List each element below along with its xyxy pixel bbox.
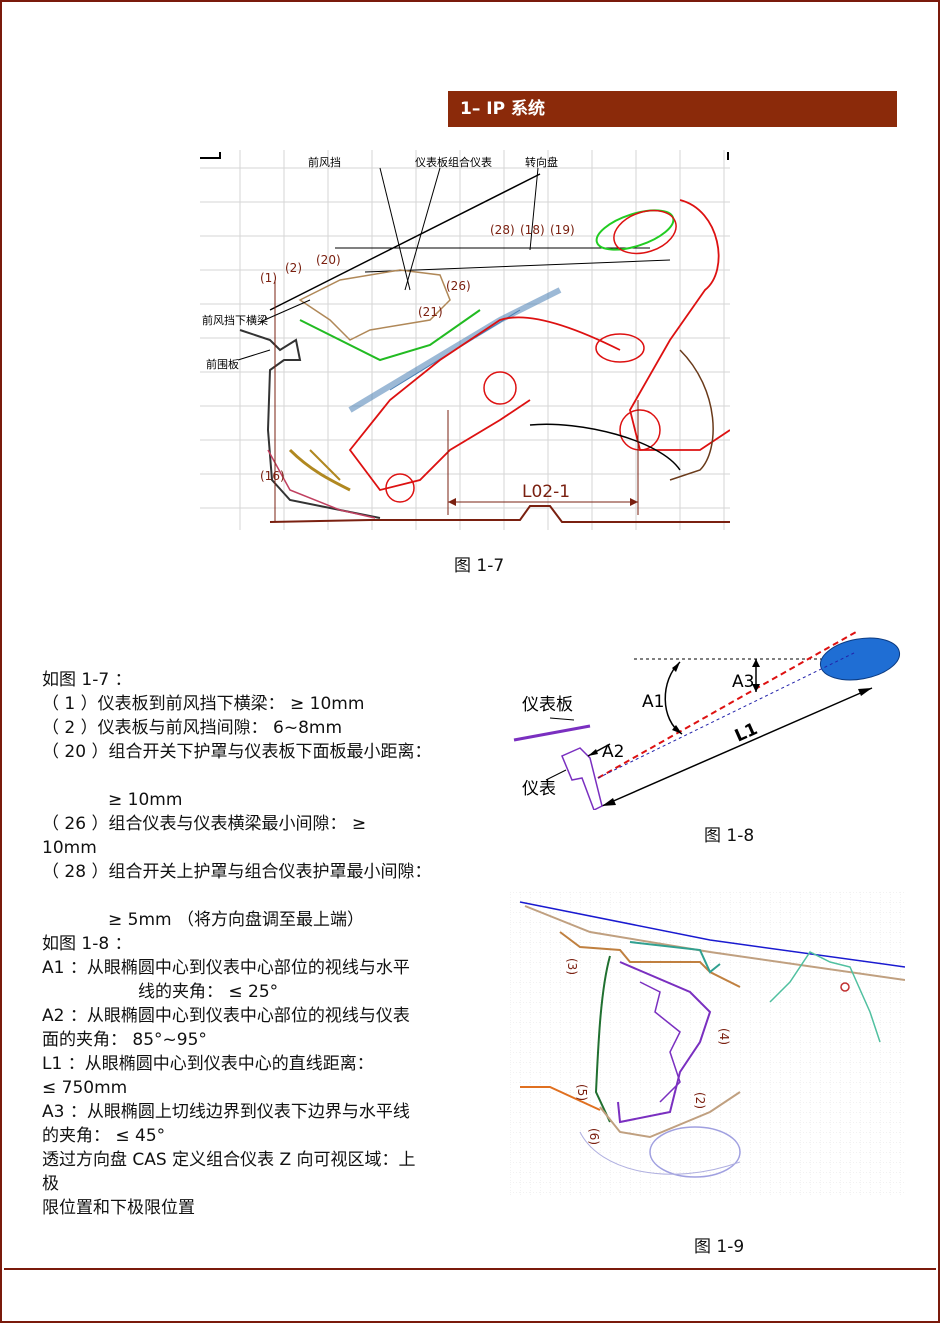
text-line: （ 1 ）仪表板到前风挡下横梁： ≥ 10mm bbox=[42, 694, 365, 714]
text-line: （ 20 ）组合开关下护罩与仪表板下面板最小距离： bbox=[42, 742, 432, 762]
label-21: (21) bbox=[418, 305, 443, 319]
text-line: ≥ 10mm bbox=[108, 790, 183, 810]
text-line: A2 ：从眼椭圆中心到仪表中心部位的视线与仪表 bbox=[42, 1006, 410, 1026]
footer-rule bbox=[4, 1268, 936, 1270]
text-line: 如图 1-7 ： bbox=[42, 670, 132, 690]
label-1: (1) bbox=[260, 271, 277, 285]
label-19: (19) bbox=[550, 223, 575, 237]
text-line: 的夹角： ≤ 45° bbox=[42, 1126, 166, 1146]
label-20: (20) bbox=[316, 253, 341, 267]
label-26: (26) bbox=[446, 279, 471, 293]
label-a1: A1 bbox=[642, 692, 664, 712]
figure-1-7: L02-1 前风挡 仪表板组合仪表 转向盘 前风挡下横梁 前围板 (1) (2)… bbox=[200, 150, 730, 530]
text-line: A1 ：从眼椭圆中心到仪表中心部位的视线与水平 bbox=[42, 958, 410, 978]
caption-fig-1-8: 图 1-8 bbox=[704, 826, 755, 846]
label-a3: A3 bbox=[732, 672, 754, 692]
label-28: (28) bbox=[490, 223, 515, 237]
label-ip: 仪表板 bbox=[522, 695, 573, 715]
text-line: ≤ 750mm bbox=[42, 1078, 128, 1098]
text-line: 面的夹角： 85°~95° bbox=[42, 1030, 207, 1050]
label-2: (2) bbox=[285, 261, 302, 275]
label-2-1-9: (2) bbox=[693, 1092, 707, 1109]
label-16: (16) bbox=[260, 469, 285, 483]
text-line: 线的夹角： ≤ 25° bbox=[138, 982, 279, 1002]
label-a2: A2 bbox=[602, 742, 624, 762]
label-4: (4) bbox=[717, 1028, 731, 1045]
text-line: （ 26 ）组合仪表与仪表横梁最小间隙： ≥ bbox=[42, 814, 367, 834]
text-line: 限位置和下极限位置 bbox=[42, 1198, 195, 1218]
label-3: (3) bbox=[565, 958, 579, 975]
label-18: (18) bbox=[520, 223, 545, 237]
label-cluster: 仪表板组合仪表 bbox=[415, 155, 492, 169]
text-line: （ 2 ）仪表板与前风挡间隙： 6~8mm bbox=[42, 718, 343, 738]
text-line: A3 ：从眼椭圆上切线边界到仪表下边界与水平线 bbox=[42, 1102, 410, 1122]
caption-fig-1-9: 图 1-9 bbox=[694, 1237, 745, 1257]
text-line: 透过方向盘 CAS 定义组合仪表 Z 向可视区域：上 bbox=[42, 1150, 416, 1170]
text-line: ≥ 5mm （将方向盘调至最上端） bbox=[108, 910, 364, 930]
label-dash: 前围板 bbox=[206, 357, 239, 371]
label-l1: L1 bbox=[732, 719, 761, 746]
text-line: （ 28 ）组合开关上护罩与组合仪表护罩最小间隙： bbox=[42, 862, 432, 882]
text-line: 如图 1-8 ： bbox=[42, 934, 132, 954]
label-5: (5) bbox=[575, 1084, 589, 1101]
text-line: 10mm bbox=[42, 838, 97, 858]
dim-label-l02-1: L02-1 bbox=[522, 482, 570, 502]
caption-fig-1-7: 图 1-7 bbox=[454, 556, 505, 576]
figure-1-8: L1 A1 A3 A2 仪表板 仪表 bbox=[513, 631, 901, 810]
label-steering: 转向盘 bbox=[525, 155, 558, 169]
label-cross-beam: 前风挡下横梁 bbox=[202, 313, 268, 327]
label-windshield: 前风挡 bbox=[308, 155, 341, 169]
label-cluster-1-8: 仪表 bbox=[522, 779, 556, 799]
text-line: 极 bbox=[42, 1174, 59, 1194]
figure-1-9: (3) (4) (2) (5) (6) bbox=[510, 892, 905, 1197]
section-header: 1– IP 系统 bbox=[448, 91, 897, 127]
spec-text: 如图 1-7 ： （ 1 ）仪表板到前风挡下横梁： ≥ 10mm （ 2 ）仪表… bbox=[42, 668, 492, 1220]
label-6: (6) bbox=[587, 1128, 601, 1145]
text-line: L1 ：从眼椭圆中心到仪表中心的直线距离： bbox=[42, 1054, 374, 1074]
